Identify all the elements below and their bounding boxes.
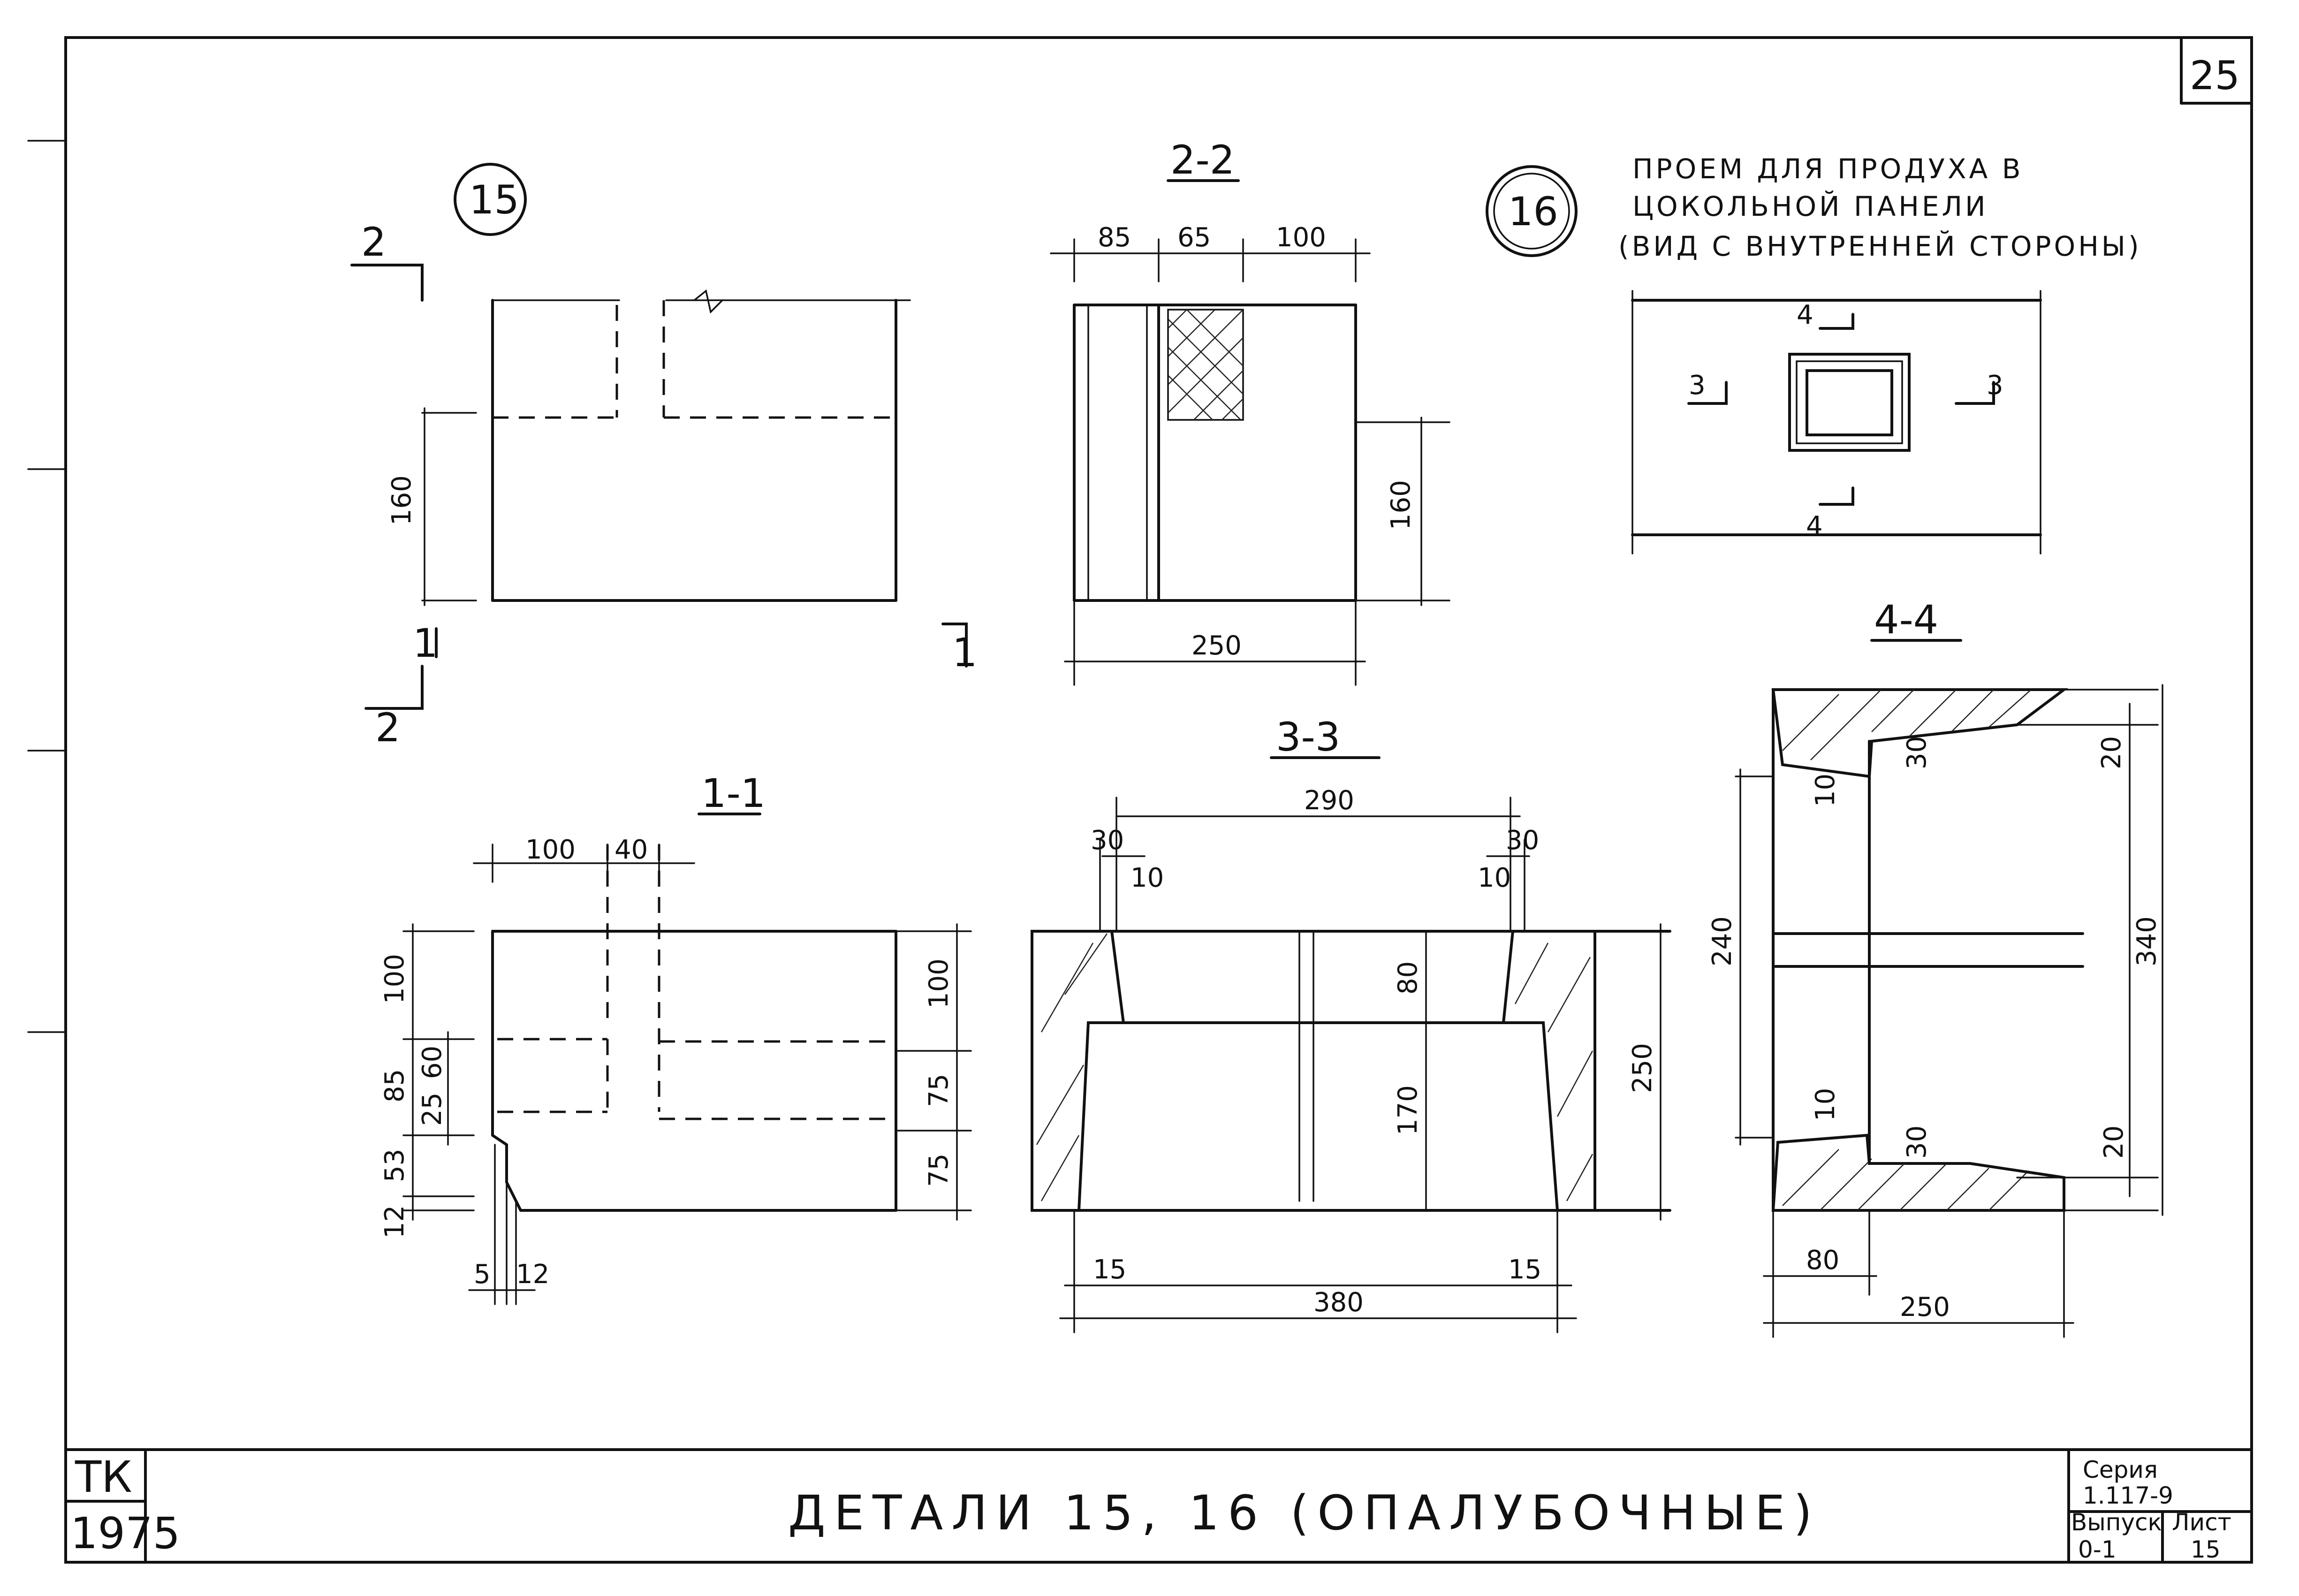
section-2-2-dim-85: 85 <box>1098 222 1131 253</box>
section-2-2-dim-100: 100 <box>1276 222 1326 253</box>
page-value: 15 <box>2191 1536 2221 1563</box>
issue-value: 0-1 <box>2078 1536 2117 1563</box>
section-1-1-dim-100-left: 100 <box>379 954 410 1004</box>
section-mark-3-right: 3 <box>1987 370 2003 401</box>
section-3-3-dim-10-left: 10 <box>1131 863 1164 893</box>
section-3-3-dim-380: 380 <box>1313 1287 1364 1318</box>
section-mark-1-right: 1 <box>952 630 977 676</box>
section-4-4-dim-240: 240 <box>1707 916 1738 966</box>
section-mark-2-bottom: 2 <box>375 705 400 751</box>
section-3-3-dim-30-right: 30 <box>1506 825 1539 856</box>
section-3-3-dim-80: 80 <box>1393 961 1423 995</box>
section-3-3 <box>1031 756 1671 1333</box>
section-2-2 <box>1050 179 1450 686</box>
detail-16-marker: 16 <box>1508 189 1558 235</box>
section-3-3-dim-170: 170 <box>1393 1085 1423 1135</box>
section-1-1 <box>402 813 972 1305</box>
section-1-1-dim-25: 25 <box>417 1093 448 1126</box>
section-4-4-dim-250: 250 <box>1900 1292 1950 1322</box>
section-4-4-dim-20-top: 20 <box>2096 736 2127 769</box>
section-4-4-dim-10-top: 10 <box>1810 774 1841 807</box>
issue-label: Выпуск <box>2071 1509 2162 1536</box>
section-4-4-dim-30-top: 30 <box>1902 736 1932 769</box>
sheet-frame <box>27 36 2253 1564</box>
stamp-year: 1975 <box>70 1508 180 1558</box>
section-3-3-dim-15-right: 15 <box>1508 1254 1541 1285</box>
detail-15-dim-160: 160 <box>387 475 417 525</box>
section-1-1-dim-12-bottom: 12 <box>516 1259 549 1290</box>
section-3-3-dim-15-left: 15 <box>1093 1254 1126 1285</box>
detail-15-marker: 15 <box>469 177 519 223</box>
sheet-title: ДЕТАЛИ 15, 16 (ОПАЛУБОЧНЫЕ) <box>788 1485 1821 1541</box>
section-3-3-dim-30-left: 30 <box>1091 825 1124 856</box>
section-1-1-dim-75-b: 75 <box>924 1154 954 1187</box>
page-label: Лист <box>2172 1509 2231 1536</box>
section-1-1-dim-40: 40 <box>615 835 648 865</box>
section-2-2-dim-65: 65 <box>1177 222 1211 253</box>
section-2-2-label: 2-2 <box>1170 137 1235 183</box>
section-4-4-label: 4-4 <box>1874 597 1938 643</box>
section-1-1-dim-12-left: 12 <box>379 1205 410 1239</box>
section-4-4-dim-20-bottom: 20 <box>2099 1125 2129 1159</box>
detail-16-elevation <box>1486 165 2042 555</box>
section-1-1-dim-85: 85 <box>379 1069 410 1102</box>
stamp-org: ТК <box>75 1452 132 1502</box>
section-2-2-dim-160: 160 <box>1386 480 1416 530</box>
section-3-3-dim-290: 290 <box>1304 785 1354 816</box>
section-mark-2-top: 2 <box>361 219 386 265</box>
section-1-1-dim-100-right: 100 <box>924 958 954 1009</box>
section-2-2-dim-250: 250 <box>1191 631 1242 661</box>
section-1-1-label: 1-1 <box>701 770 766 816</box>
detail-16-note-3: (ВИД С ВНУТРЕННЕЙ СТОРОНЫ) <box>1618 230 2142 262</box>
section-1-1-dim-75-a: 75 <box>924 1074 954 1107</box>
section-1-1-dim-60: 60 <box>417 1046 448 1079</box>
series-value: 1.117-9 <box>2083 1482 2173 1509</box>
section-4-4-dim-340: 340 <box>2132 916 2162 966</box>
section-3-3-dim-250: 250 <box>1627 1043 1658 1093</box>
detail-16-note-1: ПРОЕМ ДЛЯ ПРОДУХА В <box>1632 153 2024 185</box>
sheet-number: 25 <box>2190 53 2240 99</box>
section-4-4-dim-80: 80 <box>1806 1245 1839 1276</box>
title-block <box>64 1448 2253 1564</box>
section-1-1-dim-53: 53 <box>379 1149 410 1182</box>
section-mark-4-top: 4 <box>1797 300 1813 330</box>
detail-15-plan <box>350 163 968 710</box>
section-3-3-label: 3-3 <box>1276 714 1340 760</box>
section-4-4-dim-10-bottom: 10 <box>1810 1088 1841 1121</box>
section-4-4 <box>1735 639 2163 1338</box>
section-mark-1-left: 1 <box>413 620 438 666</box>
section-1-1-dim-100-top: 100 <box>525 835 576 865</box>
section-mark-3-left: 3 <box>1689 370 1706 401</box>
section-3-3-dim-10-right: 10 <box>1478 863 1511 893</box>
section-1-1-dim-5: 5 <box>474 1259 491 1290</box>
series-label: Серия <box>2083 1456 2158 1483</box>
detail-16-note-2: ЦОКОЛЬНОЙ ПАНЕЛИ <box>1632 190 1988 222</box>
section-mark-4-bottom: 4 <box>1806 511 1823 541</box>
section-4-4-dim-30-bottom: 30 <box>1902 1125 1932 1159</box>
